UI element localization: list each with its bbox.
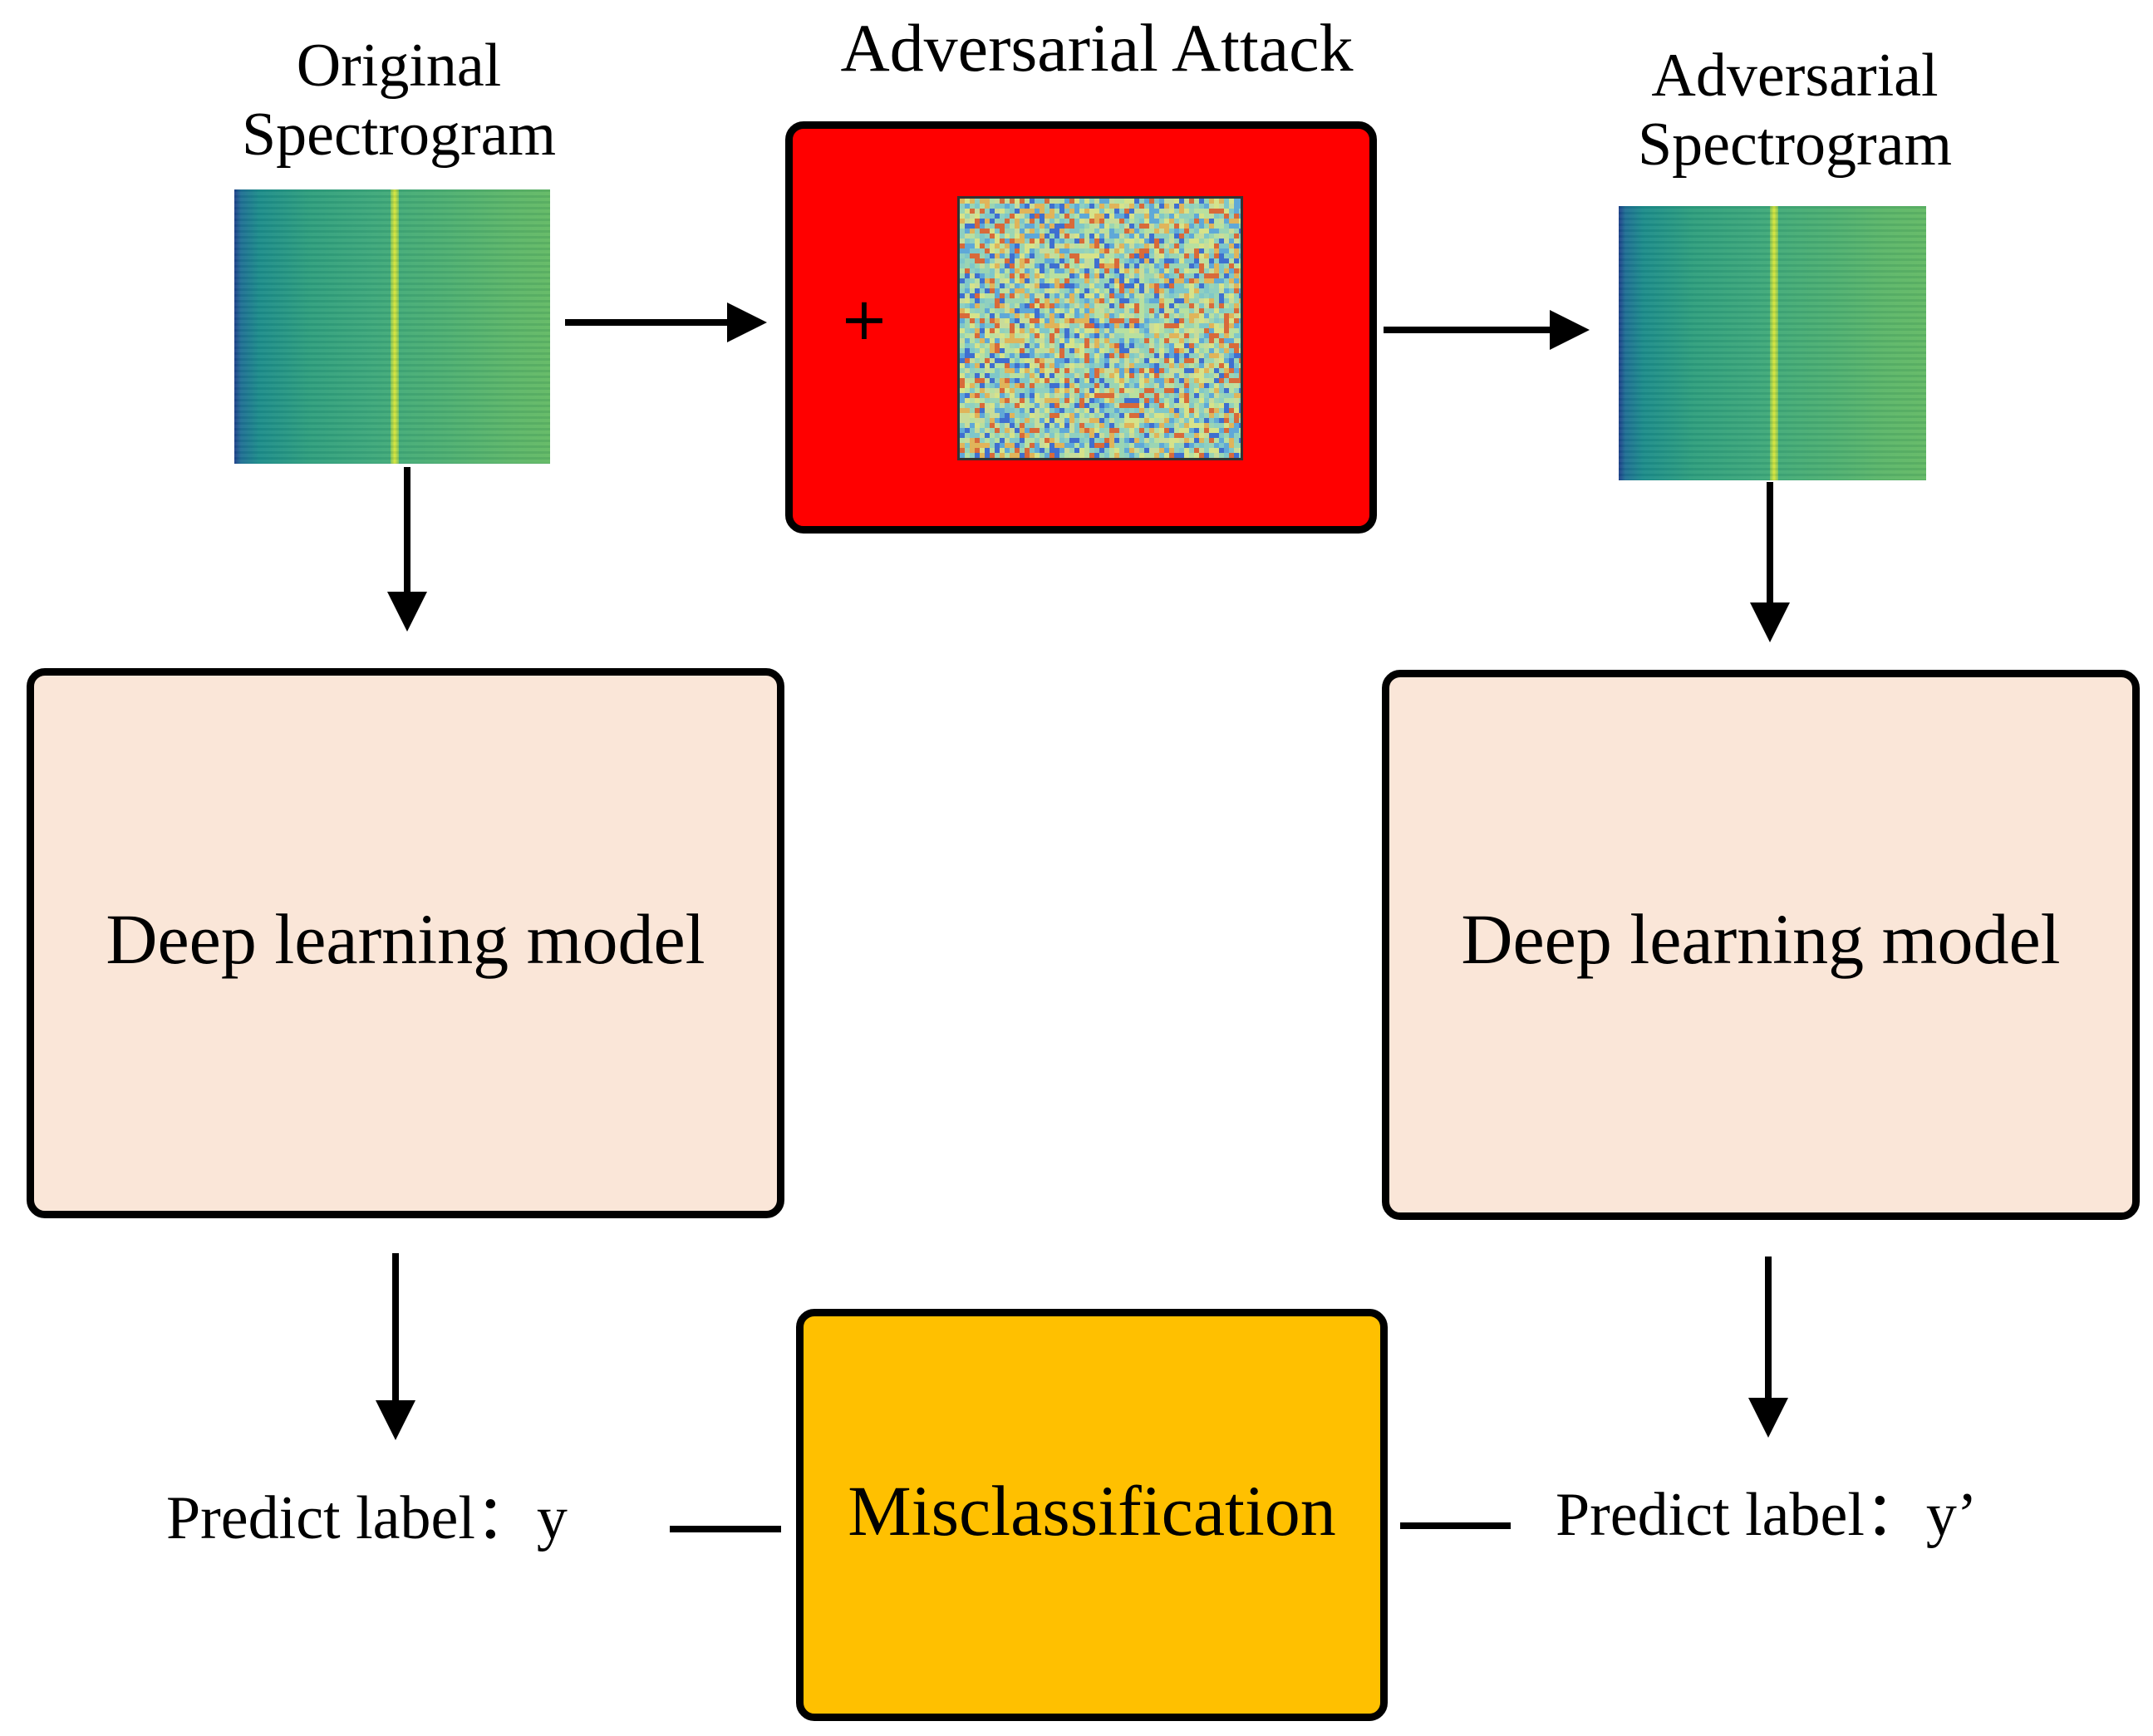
right-model-label: Deep learning model [1461,899,2061,979]
original-spectrogram-title: Original Spectrogram [199,32,598,170]
noise-pattern [960,199,1241,458]
right-predict-label: Predict label：y’ [1556,1481,1978,1549]
adversarial-noise-perturbation [957,196,1243,460]
adversarial-attack-title: Adversarial Attack [840,10,1354,86]
original-title-line2: Spectrogram [241,100,557,169]
spectrogram-texture [234,189,550,464]
spectrogram-texture [1619,206,1926,480]
original-spectrogram-image [234,189,550,464]
adversarial-spectrogram-title: Adversarial Spectrogram [1595,42,1994,180]
left-deep-learning-model-box [27,668,784,1218]
left-predict-label: Predict label：y [166,1484,568,1552]
right-deep-learning-model-box [1382,670,2140,1220]
original-title-line1: Original [296,32,502,100]
left-model-label: Deep learning model [106,899,705,979]
misclassification-label: Misclassification [848,1471,1336,1551]
adversarial-title-line2: Spectrogram [1637,110,1953,179]
adversarial-spectrogram-image [1619,206,1926,480]
plus-sign: + [839,285,889,353]
spectrogram-frequency-line [391,189,399,464]
adversarial-title-line1: Adversarial [1651,42,1939,110]
spectrogram-frequency-line [1770,206,1778,480]
misclassification-box [796,1309,1388,1721]
